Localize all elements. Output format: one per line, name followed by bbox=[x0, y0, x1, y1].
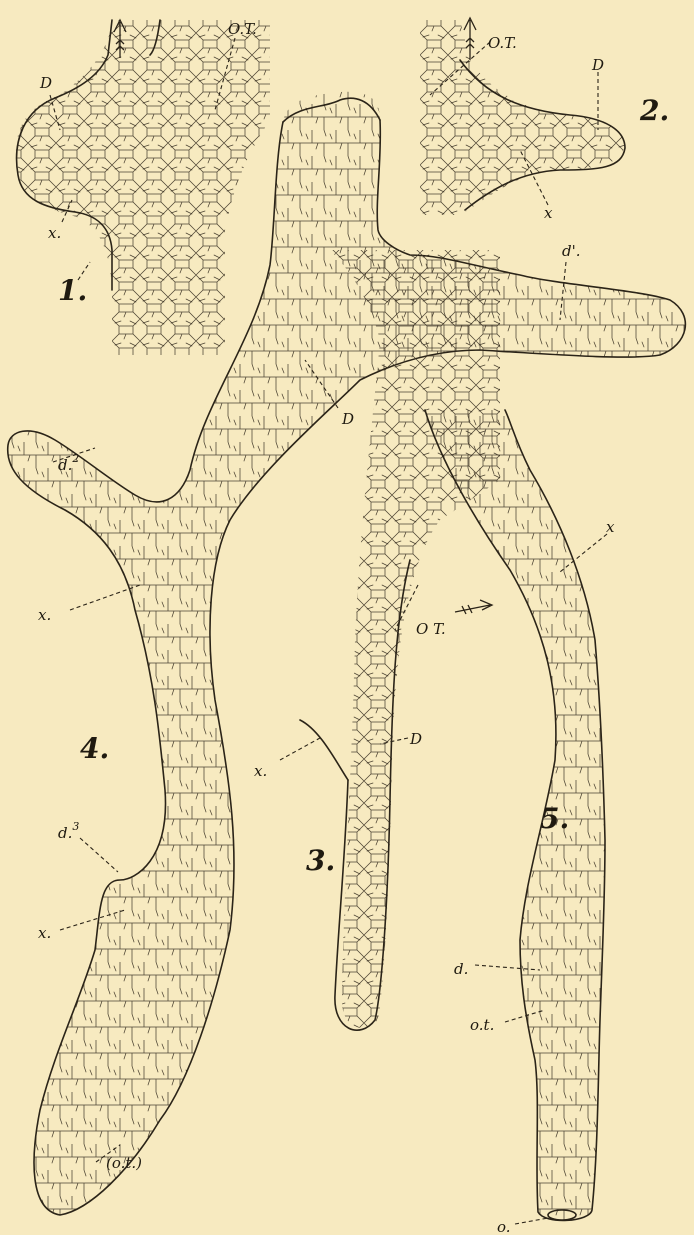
fig5-label-x: x bbox=[606, 518, 615, 536]
fig3-label-OT: O T. bbox=[416, 620, 446, 638]
fig4-number: 4. bbox=[80, 732, 109, 765]
fig2-label-x: x bbox=[544, 204, 553, 222]
fig3-label-D: D bbox=[409, 730, 422, 748]
fig4-label-x-upper: x. bbox=[38, 606, 51, 624]
fig4-label-x-lower: x. bbox=[38, 924, 51, 942]
fig5-label-o: o. bbox=[497, 1218, 511, 1235]
fig4-label-ot: (o.t.) bbox=[106, 1154, 142, 1172]
fig5-label-d: d. bbox=[454, 960, 468, 978]
fig1-label-D: D bbox=[39, 74, 52, 92]
fig1-label-OT: O.T. bbox=[228, 20, 257, 38]
fig3-label-x: x. bbox=[254, 762, 267, 780]
fig1-label-x: x. bbox=[48, 224, 61, 242]
fig2-label-D: D bbox=[591, 56, 604, 74]
fig4-label-d3: d.3 bbox=[58, 820, 79, 842]
fig3-arrow-icon bbox=[455, 600, 492, 614]
fig5-label-ot: o.t. bbox=[470, 1016, 494, 1034]
fig1-number: 1. bbox=[58, 274, 87, 307]
fig4-label-D: D bbox=[341, 410, 354, 428]
fig2-label-OT: O.T. bbox=[488, 34, 517, 52]
fig3-number: 3. bbox=[306, 844, 335, 877]
fig2-number: 2. bbox=[639, 94, 669, 127]
fig5-number: 5. bbox=[540, 802, 569, 835]
fig4-label-d1: d'. bbox=[562, 242, 581, 260]
